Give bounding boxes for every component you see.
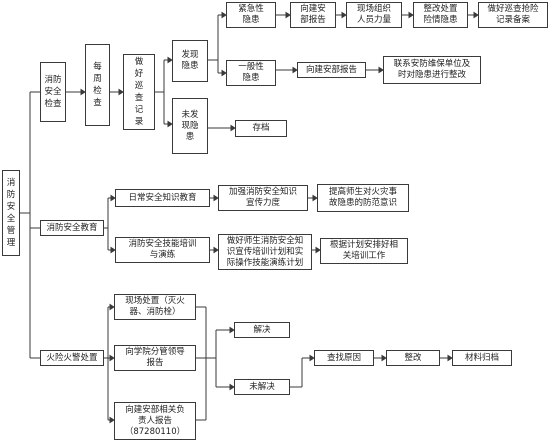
node-organize-staff: 现场组织 人员力量: [346, 2, 402, 28]
node-report-urgent: 向建安 部报告: [290, 2, 336, 28]
node-hazard-found: 发现 隐患: [172, 40, 208, 82]
node-report-college-leader: 向学院分管领导 报告: [114, 345, 196, 371]
node-rectify-hazard: 整改处置 险情隐患: [413, 2, 468, 28]
node-no-hazard-found: 未发 现隐 患: [172, 98, 208, 154]
node-solved: 解决: [234, 322, 290, 338]
node-fire-safety-education: 消防安全教育: [40, 220, 104, 236]
node-rectify-final: 整改: [386, 350, 440, 366]
node-daily-knowledge: 日常安全知识教育: [115, 189, 210, 207]
node-urgent-hazard: 紧急性 隐患: [226, 2, 276, 28]
node-find-cause: 查找原因: [314, 350, 374, 366]
node-archive: 存档: [235, 120, 287, 137]
node-fire-alarm-handling: 火险火警处置: [40, 350, 104, 366]
node-make-plan: 做好师生消防安全知 识宣传培训计划和实 际操作技能演练计划: [218, 234, 312, 270]
node-report-department-head: 向建安部相关负 责人报告 （87280110）: [114, 402, 196, 440]
node-weekly-check: 每 周 检 查: [85, 44, 110, 126]
node-unsolved: 未解决: [234, 379, 290, 395]
node-rescue-record: 做好巡查抢险 记录备案: [478, 2, 548, 28]
node-strengthen-publicity: 加强消防安全知识 宣传力度: [218, 185, 308, 211]
node-report-general: 向建安部报告: [297, 62, 366, 78]
node-skills-training: 消防安全技能培训 与演练: [115, 237, 210, 263]
node-contact-maintenance: 联系安防维保单位及 时对隐患进行整改: [383, 56, 481, 84]
node-fire-safety-management: 消 防 安 全 管 理: [2, 170, 20, 256]
node-general-hazard: 一般性 隐患: [226, 60, 276, 86]
node-patrol-record: 做 好 巡 查 记 录: [123, 54, 155, 130]
node-archive-materials: 材料归档: [452, 350, 512, 366]
node-fire-safety-check: 消防 安全 检查: [40, 62, 66, 122]
node-improve-awareness: 提高师生对火灾事 故隐患的防范意识: [317, 184, 409, 212]
node-arrange-training: 根据计划安排好相 关培训工作: [320, 238, 408, 264]
node-onsite-handling: 现场处置（灭火 器、消防栓）: [114, 294, 196, 320]
